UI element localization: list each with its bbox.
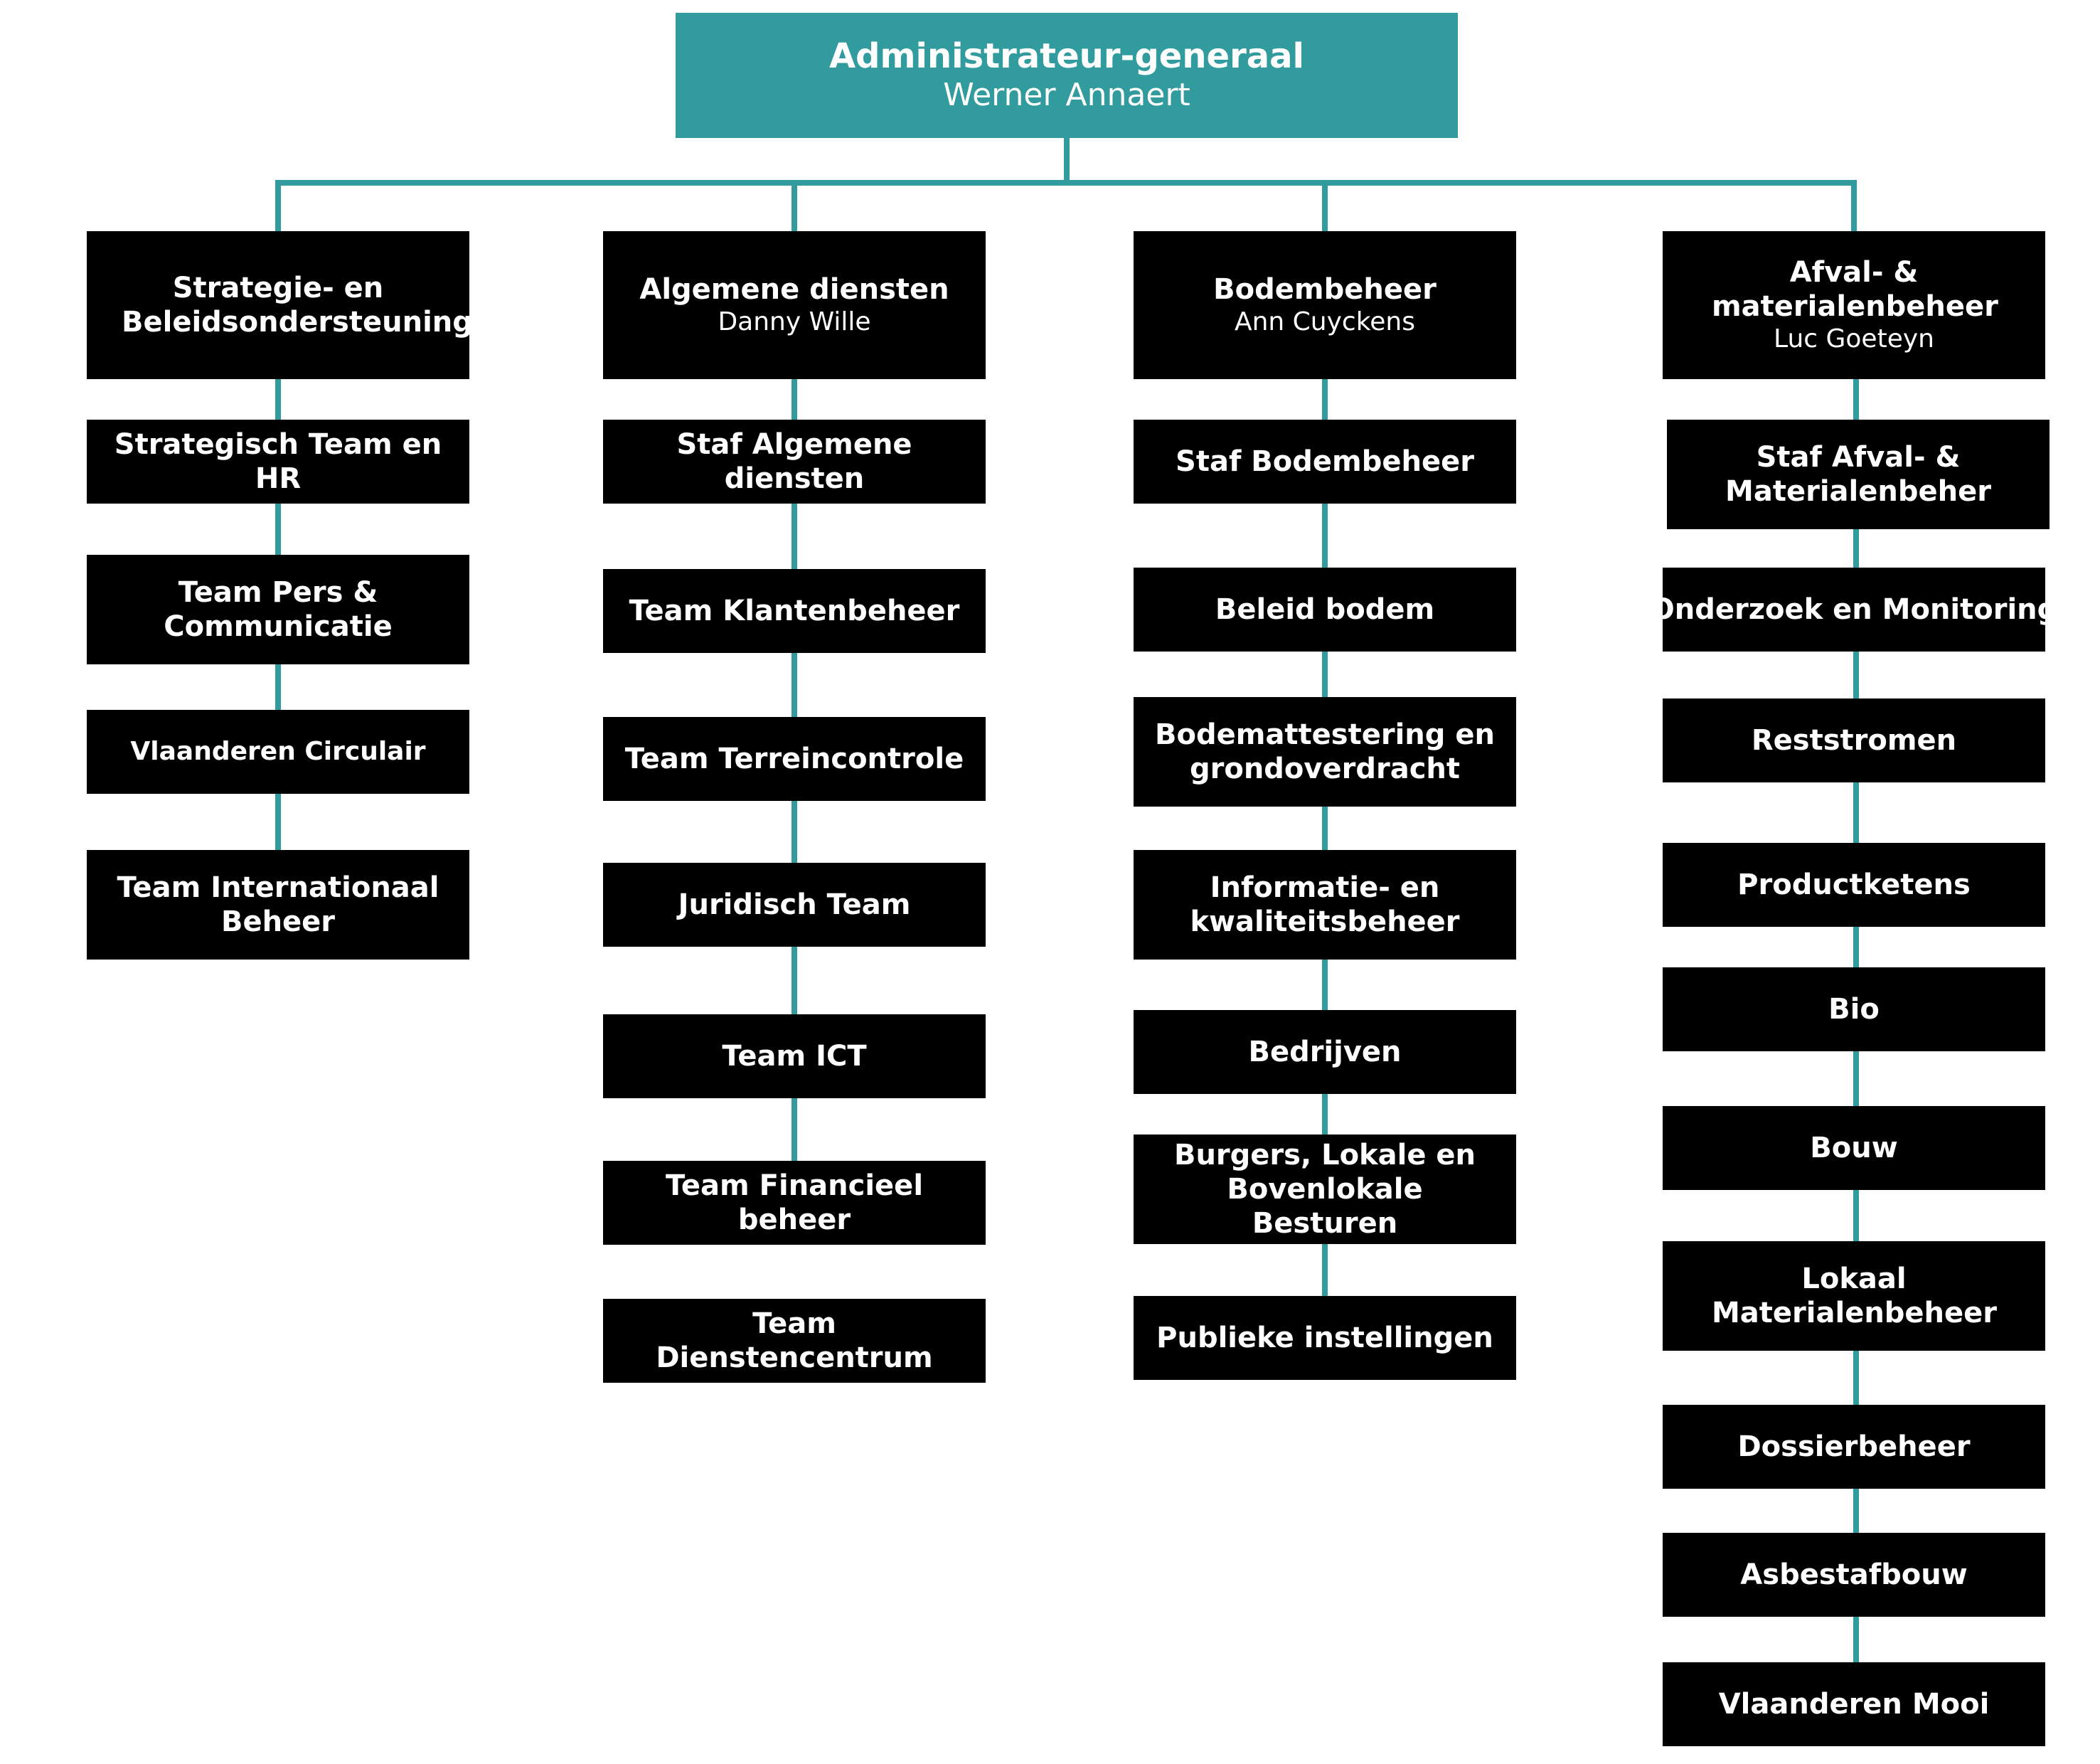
- unit-label: Bouw: [1810, 1132, 1898, 1164]
- column-head-person: Luc Goeteyn: [1774, 324, 1934, 354]
- unit-box: Vlaanderen Mooi: [1663, 1662, 2045, 1746]
- unit-label: Productketens: [1737, 868, 1971, 901]
- unit-label: Team Internationaal Beheer: [117, 871, 439, 938]
- column-head-person: Danny Wille: [718, 307, 871, 337]
- unit-label: Bedrijven: [1248, 1036, 1402, 1068]
- unit-box: Team Financieel beheer: [603, 1161, 986, 1245]
- column-head-bodembeheer: Bodembeheer Ann Cuyckens: [1134, 231, 1516, 379]
- unit-label: Vlaanderen Mooi: [1718, 1688, 1990, 1721]
- unit-label: Bio: [1828, 993, 1880, 1026]
- unit-box: Juridisch Team: [603, 863, 986, 947]
- column-head-title: Afval- & materialenbeheer: [1712, 256, 1998, 324]
- unit-label: Juridisch Team: [678, 888, 911, 921]
- unit-box: Burgers, Lokale en Bovenlokale Besturen: [1134, 1135, 1516, 1244]
- unit-box: Dossierbeheer: [1663, 1405, 2045, 1489]
- unit-box: Bio: [1663, 967, 2045, 1051]
- unit-label: Team Klantenbeheer: [629, 595, 960, 627]
- unit-box: Bodemattestering en grondoverdracht: [1134, 697, 1516, 807]
- unit-label: Team ICT: [722, 1040, 867, 1073]
- column-head-title: Strategie- en Beleidsondersteuning: [122, 272, 473, 339]
- unit-label: Team Dienstencentrum: [656, 1307, 933, 1374]
- unit-box: Team Internationaal Beheer: [87, 850, 469, 960]
- unit-box: Onderzoek en Monitoring: [1651, 568, 2057, 652]
- unit-label: Onderzoek en Monitoring: [1650, 593, 2058, 626]
- unit-label: Staf Bodembeheer: [1176, 445, 1474, 478]
- column-head-title: Bodembeheer: [1213, 273, 1437, 307]
- unit-label: Team Financieel beheer: [665, 1169, 924, 1236]
- unit-label: Strategisch Team en HR: [114, 428, 442, 495]
- unit-label: Asbestafbouw: [1740, 1558, 1968, 1591]
- unit-box: Staf Algemene diensten: [603, 420, 986, 504]
- unit-box: Bouw: [1663, 1106, 2045, 1190]
- column-head-afval: Afval- & materialenbeheer Luc Goeteyn: [1663, 231, 2045, 379]
- unit-box: Team Terreincontrole: [603, 717, 986, 801]
- column-head-title: Algemene diensten: [639, 273, 949, 307]
- unit-label: Beleid bodem: [1215, 593, 1435, 626]
- unit-label: Team Pers & Communicatie: [164, 576, 393, 643]
- unit-box: Publieke instellingen: [1134, 1296, 1516, 1380]
- unit-box: Staf Bodembeheer: [1134, 420, 1516, 504]
- unit-label: Informatie- en kwaliteitsbeheer: [1190, 871, 1460, 938]
- unit-box: Team ICT: [603, 1014, 986, 1098]
- unit-label: Vlaanderen Circulair: [130, 737, 426, 767]
- column-head-strategie: Strategie- en Beleidsondersteuning: [87, 231, 473, 379]
- unit-label: Burgers, Lokale en Bovenlokale Besturen: [1173, 1139, 1476, 1240]
- unit-label: Lokaal Materialenbeheer: [1712, 1263, 1998, 1329]
- unit-label: Team Terreincontrole: [624, 743, 964, 775]
- root-box: Administrateur-generaal Werner Annaert: [676, 13, 1458, 138]
- unit-label: Staf Afval- & Materialenbeher: [1725, 441, 1991, 508]
- unit-label: Dossierbeheer: [1737, 1430, 1971, 1463]
- column-head-algemene-diensten: Algemene diensten Danny Wille: [603, 231, 986, 379]
- root-person: Werner Annaert: [943, 77, 1190, 114]
- unit-box: Beleid bodem: [1134, 568, 1516, 652]
- unit-label: Reststromen: [1751, 724, 1957, 757]
- unit-box: Lokaal Materialenbeheer: [1663, 1241, 2045, 1351]
- root-title: Administrateur-generaal: [829, 36, 1304, 76]
- unit-label: Staf Algemene diensten: [676, 428, 912, 495]
- unit-box: Team Dienstencentrum: [603, 1299, 986, 1383]
- unit-box: Bedrijven: [1134, 1010, 1516, 1094]
- unit-label: Bodemattestering en grondoverdracht: [1155, 718, 1495, 785]
- unit-box: Productketens: [1663, 843, 2045, 927]
- unit-box: Staf Afval- & Materialenbeher: [1667, 420, 2050, 529]
- unit-box: Asbestafbouw: [1663, 1533, 2045, 1617]
- unit-box: Informatie- en kwaliteitsbeheer: [1134, 850, 1516, 960]
- unit-box: Team Klantenbeheer: [603, 569, 986, 653]
- column-head-person: Ann Cuyckens: [1234, 307, 1416, 337]
- unit-box: Strategisch Team en HR: [87, 420, 469, 504]
- unit-box: Reststromen: [1663, 698, 2045, 782]
- unit-box: Vlaanderen Circulair: [87, 710, 469, 794]
- unit-label: Publieke instellingen: [1156, 1322, 1493, 1354]
- unit-box: Team Pers & Communicatie: [87, 555, 469, 664]
